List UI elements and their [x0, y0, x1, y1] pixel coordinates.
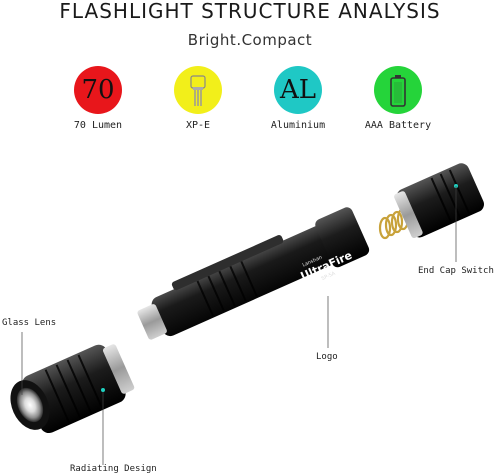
aluminium-badge: AL — [274, 66, 322, 114]
page-subtitle: Bright.Compact — [187, 31, 313, 49]
feature-label: XP-E — [185, 120, 211, 131]
feature-lumen: 70 70 Lumen — [48, 66, 148, 131]
feature-label: AAA Battery — [364, 120, 432, 131]
end-cap — [394, 163, 484, 239]
callout-radiating-design: Radiating Design — [70, 464, 157, 474]
model-name: SP-5A — [321, 270, 337, 282]
led-chip-icon — [174, 66, 222, 114]
feature-battery: AAA Battery — [348, 66, 448, 131]
battery-icon — [374, 66, 422, 114]
feature-label: 70 Lumen — [73, 120, 123, 131]
page-title: FLASHLIGHT STRUCTURE ANALYSIS — [59, 0, 441, 23]
callout-end-cap-switch: End Cap Switch — [418, 266, 494, 276]
flashlight-body — [137, 207, 370, 340]
aluminium-symbol: AL — [279, 75, 317, 105]
lumen-badge: 70 — [74, 66, 122, 114]
callout-logo: Logo — [316, 352, 338, 362]
feature-led: XP-E — [148, 66, 248, 131]
feature-aluminium: AL Aluminium — [248, 66, 348, 131]
callout-lines — [21, 186, 457, 465]
feature-label: Aluminium — [270, 120, 326, 131]
callout-glass-lens: Glass Lens — [2, 318, 57, 328]
glass-lens-icon — [16, 387, 44, 423]
lumen-value: 70 — [81, 75, 115, 105]
